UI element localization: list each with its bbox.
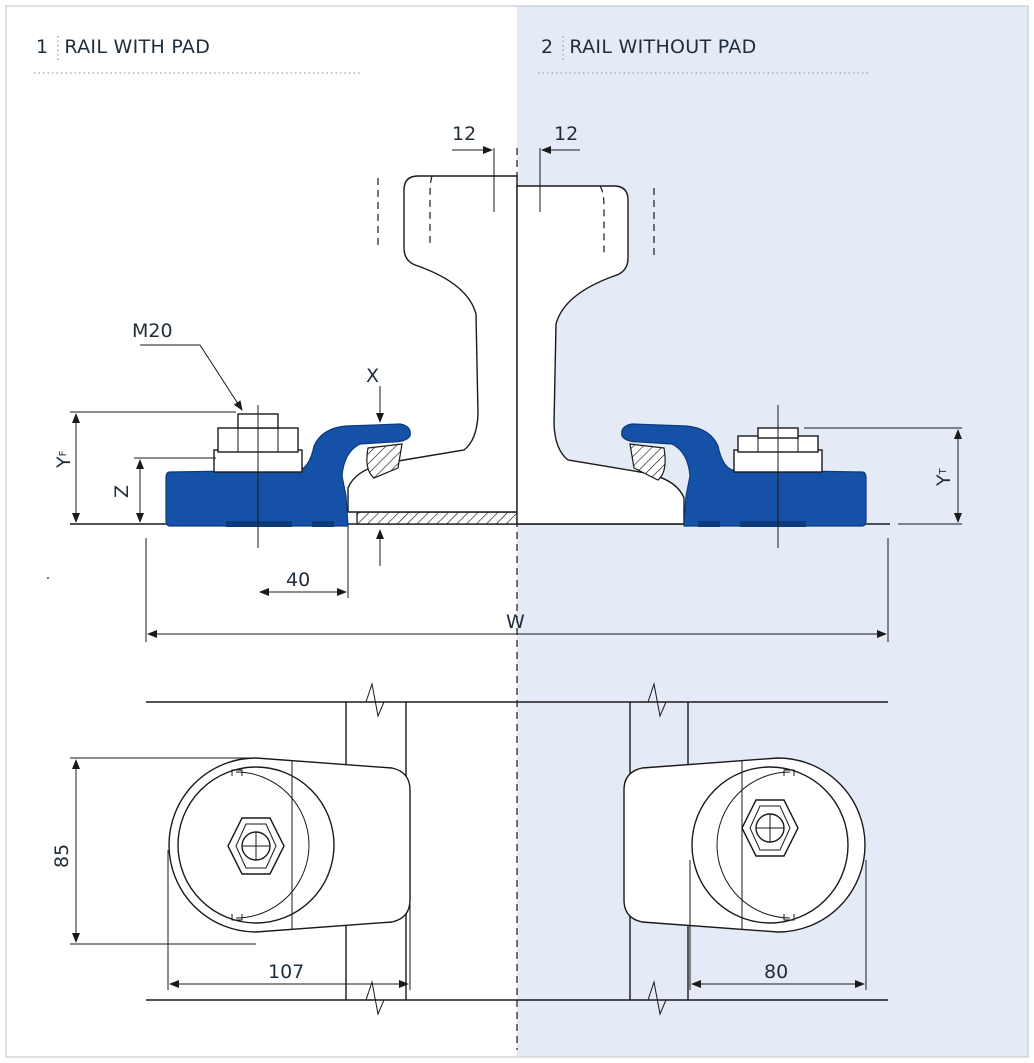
clamp-right-foot-1 — [740, 521, 806, 527]
section-title-without-pad: RAIL WITHOUT PAD — [569, 36, 757, 58]
dim-offset-left: 12 — [452, 123, 476, 145]
section-number-2: 2 — [541, 36, 554, 58]
clamp-left — [165, 423, 411, 527]
drawing-frame — [5, 5, 1029, 1058]
dim-z-label: Z — [111, 485, 133, 498]
clamp-left-foot-1 — [226, 521, 292, 527]
worn-profile-right — [599, 185, 655, 256]
dim-spacing-40: 40 — [286, 569, 310, 591]
dim-bolt-size: M20 — [132, 320, 173, 342]
dim-yf-label: YF — [53, 450, 75, 469]
clamp-right-plan — [623, 757, 866, 933]
clamp-left-foot-2 — [312, 521, 334, 527]
dim-x-label: X — [366, 365, 379, 387]
clamp-right — [621, 423, 867, 527]
bolt-right — [733, 405, 823, 548]
bolt-left — [213, 405, 303, 548]
dim-length-107: 107 — [268, 961, 304, 983]
worn-profile-left — [377, 175, 433, 246]
dim-length-80: 80 — [764, 961, 788, 983]
dim-yt-label: YT — [933, 467, 955, 487]
dim-width-w: W — [506, 611, 525, 633]
wedge-left — [366, 443, 403, 479]
section-header-without-pad: 2 RAIL WITHOUT PAD — [541, 36, 757, 58]
stray-mark — [47, 577, 49, 579]
section-title-with-pad: RAIL WITH PAD — [64, 36, 211, 58]
clamp-left-plan — [168, 757, 411, 933]
dim-offset-right: 12 — [554, 123, 578, 145]
clamp-right-foot-2 — [698, 521, 720, 527]
wedge-right — [629, 443, 666, 481]
dim-height-85: 85 — [51, 844, 73, 868]
section-header-with-pad: 1 RAIL WITH PAD — [36, 36, 210, 58]
section-number-1: 1 — [36, 36, 49, 58]
rail-pad — [356, 511, 518, 525]
